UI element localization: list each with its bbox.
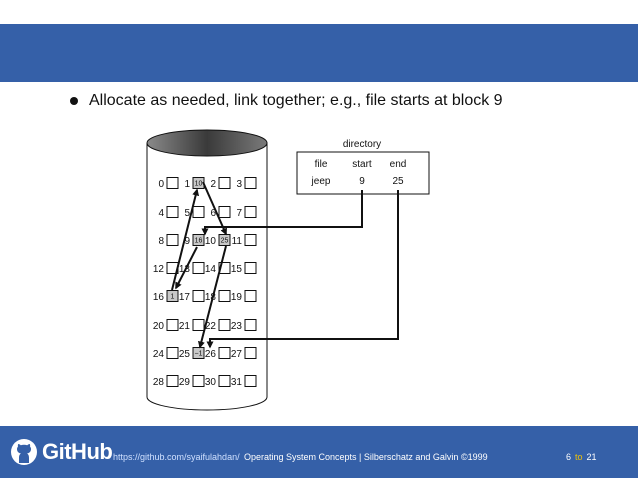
- block-label-21: 21: [179, 321, 191, 332]
- block-label-20: 20: [153, 321, 165, 332]
- block-30: [218, 375, 231, 387]
- block-label-30: 30: [205, 377, 217, 388]
- github-octocat-icon: [11, 439, 37, 465]
- end-pointer-arrow: [206, 190, 399, 349]
- block-label-26: 26: [205, 349, 217, 360]
- block-22: [218, 319, 231, 331]
- footer-bar: [0, 426, 638, 478]
- footer-course-text: Operating System Concepts | Silberschatz…: [244, 452, 488, 462]
- block-label-19: 19: [231, 292, 243, 303]
- block-24: [166, 347, 179, 359]
- block-9: [192, 234, 205, 246]
- block-label-29: 29: [179, 377, 191, 388]
- block-label-4: 4: [158, 208, 164, 219]
- block-label-23: 23: [231, 321, 243, 332]
- block-31: [244, 375, 257, 387]
- block-pointer-25: −1: [195, 351, 203, 358]
- block-pointer-16: 1: [171, 294, 175, 301]
- pointer-arrows: [171, 181, 399, 349]
- block-label-22: 22: [205, 321, 217, 332]
- block-13: [192, 262, 205, 274]
- block-19: [244, 290, 257, 302]
- block-3: [244, 177, 257, 189]
- link-arrow-9-to-16: [175, 246, 198, 290]
- block-8: [166, 234, 179, 246]
- block-20: [166, 319, 179, 331]
- block-29: [192, 375, 205, 387]
- block-label-5: 5: [184, 208, 190, 219]
- block-label-12: 12: [153, 264, 165, 275]
- block-pointer-10: 25: [221, 238, 229, 245]
- block-label-28: 28: [153, 377, 165, 388]
- block-26: [218, 347, 231, 359]
- block-label-11: 11: [232, 236, 243, 247]
- directory-cell-start: 9: [359, 176, 365, 187]
- link-arrow-1-to-10: [202, 181, 227, 236]
- page-separator: to: [575, 452, 583, 462]
- block-label-31: 31: [231, 377, 243, 388]
- block-label-7: 7: [236, 208, 242, 219]
- directory-cell-file: jeep: [311, 176, 331, 187]
- block-label-2: 2: [210, 179, 216, 190]
- title-bar: [0, 24, 638, 82]
- block-label-0: 0: [158, 179, 164, 190]
- link-arrow-10-to-25: [197, 245, 227, 349]
- block-label-6: 6: [210, 208, 216, 219]
- block-label-1: 1: [184, 179, 190, 190]
- block-label-15: 15: [231, 264, 243, 275]
- block-label-14: 14: [205, 264, 217, 275]
- block-6: [218, 206, 231, 218]
- block-label-3: 3: [236, 179, 242, 190]
- block-label-25: 25: [179, 349, 191, 360]
- block-18: [218, 290, 231, 302]
- block-17: [192, 290, 205, 302]
- block-pointer-9: 16: [195, 238, 203, 245]
- block-label-10: 10: [205, 236, 217, 247]
- directory-header-start: start: [352, 159, 372, 170]
- directory-table: directory file start end jeep 9 25: [296, 139, 430, 195]
- block-label-9: 9: [184, 236, 190, 247]
- directory-title: directory: [343, 139, 381, 150]
- block-2: [218, 177, 231, 189]
- footer-url-link[interactable]: https://github.com/syaifulahdan/: [113, 452, 240, 462]
- bullet-text: Allocate as needed, link together; e.g.,…: [89, 92, 503, 109]
- block-5: [192, 206, 205, 218]
- block-pointer-1: 10: [195, 181, 203, 188]
- directory-cell-end: 25: [392, 176, 404, 187]
- block-15: [244, 262, 257, 274]
- bullet-dot-icon: [70, 97, 78, 105]
- page-current: 6: [566, 452, 572, 462]
- block-28: [166, 375, 179, 387]
- directory-header-end: end: [390, 159, 407, 170]
- start-pointer-arrow: [201, 190, 363, 236]
- block-27: [244, 347, 257, 359]
- directory-box: [296, 151, 430, 195]
- block-21: [192, 319, 205, 331]
- github-wordmark: GitHub: [42, 439, 113, 464]
- block-14: [218, 262, 231, 274]
- bullet-point: Allocate as needed, link together; e.g.,…: [70, 90, 503, 112]
- block-label-24: 24: [153, 349, 165, 360]
- block-label-17: 17: [179, 292, 191, 303]
- block-0: [166, 177, 179, 189]
- block-23: [244, 319, 257, 331]
- block-label-16: 16: [153, 292, 165, 303]
- github-logo[interactable]: GitHub: [10, 438, 113, 466]
- block-11: [244, 234, 257, 246]
- block-16: [166, 290, 179, 302]
- link-arrow-16-to-1: [171, 188, 200, 291]
- block-7: [244, 206, 257, 218]
- block-label-8: 8: [158, 236, 164, 247]
- block-label-27: 27: [231, 349, 243, 360]
- directory-header-file: file: [315, 159, 328, 170]
- page-total: 21: [586, 452, 597, 462]
- block-4: [166, 206, 179, 218]
- block-label-18: 18: [205, 292, 217, 303]
